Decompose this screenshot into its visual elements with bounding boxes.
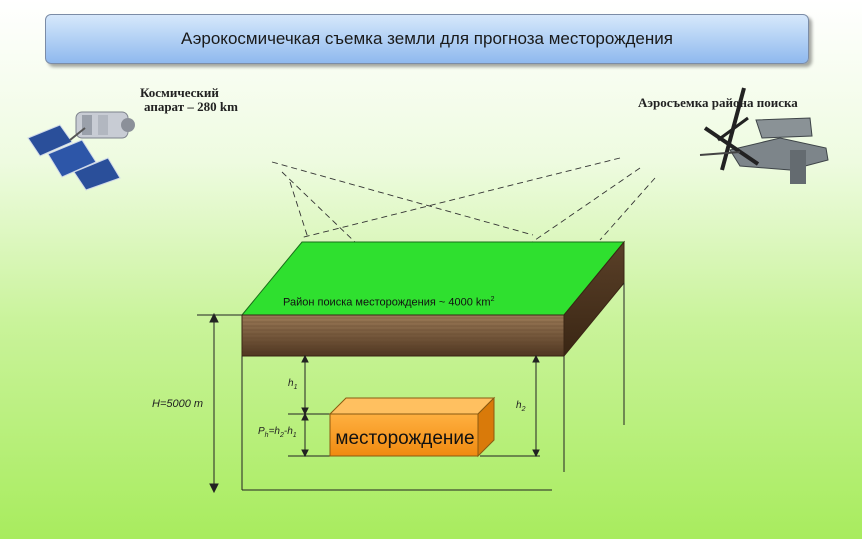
aircraft-icon [699,87,829,184]
h2-letter: h [516,400,522,411]
ph-sub3: 1 [292,432,297,439]
ph-eq: =h [268,426,280,437]
ph-formula-label: Ph=h2-h1 [258,426,297,439]
page-title-text: Аэрокосмичечкая съемка земли для прогноз… [181,29,673,48]
h1-letter: h [288,378,294,389]
search-region-text: Район поиска месторождения ~ 4000 km [283,296,491,309]
search-region-unit-sup: 2 [490,296,495,303]
h2-sub: 2 [521,406,526,413]
h1-label: h1 [288,378,297,391]
search-region-label: Район поиска месторождения ~ 4000 km2 [283,296,494,309]
page-title: Аэрокосмичечкая съемка земли для прогноз… [45,14,809,64]
ph-letter: P [258,426,265,437]
spacecraft-label-line2: апарат – 280 km [144,99,238,114]
spacecraft-label: Космический апарат – 280 km [140,86,238,114]
measurement-lines [197,283,625,494]
aerial-survey-label: Аэросъемка района поиска [638,95,798,110]
h2-label: h2 [516,400,525,413]
search-region-block [240,240,626,358]
deposit-box [328,396,496,458]
spacecraft-label-line1: Космический [140,85,219,100]
deposit-label: месторождение [335,428,475,449]
satellite-icon [27,111,135,191]
ph-sub: h [264,432,269,439]
h1-sub: 1 [293,384,298,391]
ph-minus: -h [283,426,293,437]
ph-sub2: 2 [279,432,284,439]
height-label: H=5000 m [152,398,204,410]
